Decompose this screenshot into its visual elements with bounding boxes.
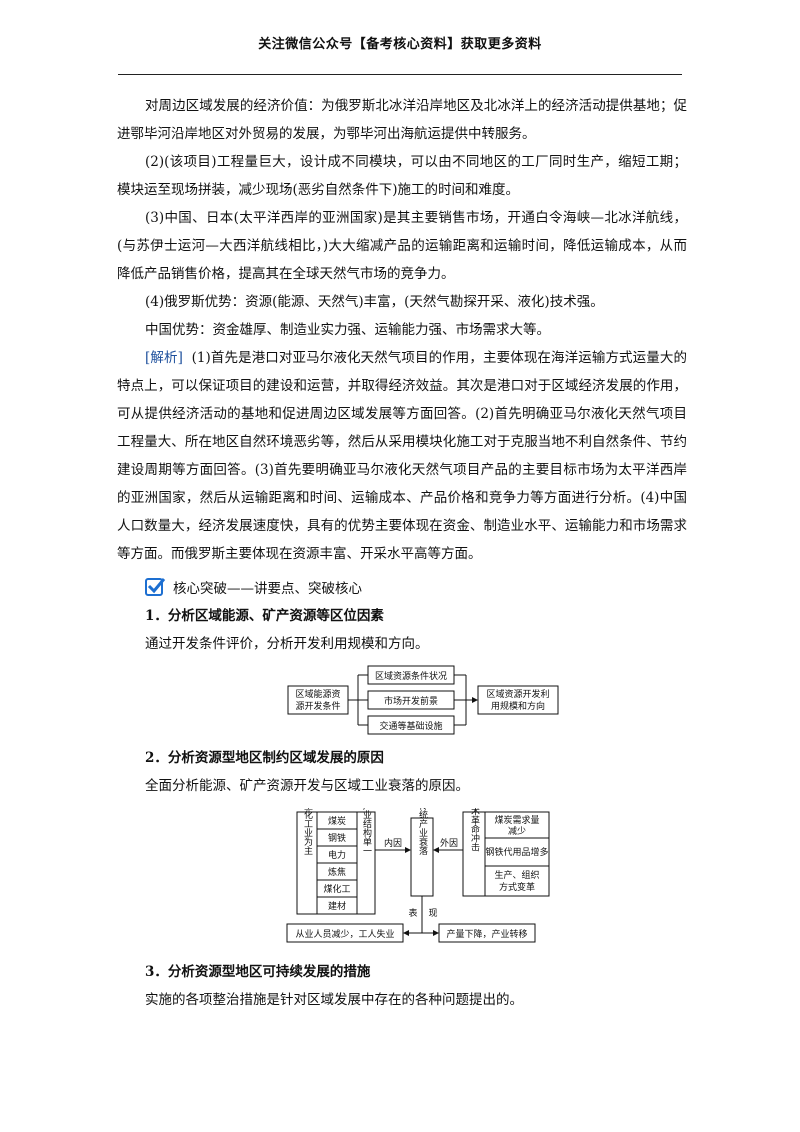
answer-paragraph-3: (3)中国、日本(太平洋西岸的亚洲国家)是其主要销售市场，开通白令海峡—北冰洋航…	[117, 210, 687, 282]
point-2-heading: 2．分析资源型地区制约区域发展的原因	[145, 750, 384, 766]
page-content: 对周边区域发展的经济价值：为俄罗斯北冰洋沿岸地区及北冰洋上的经济活动提供基地；促…	[117, 92, 687, 1014]
d2-center-vertical: 传统产业衰落	[417, 808, 428, 856]
d2-external-2: 钢铁代用品增多	[485, 846, 548, 858]
answer-paragraph-1: 对周边区域发展的经济价值：为俄罗斯北冰洋沿岸地区及北冰洋上的经济活动提供基地；促…	[117, 98, 687, 142]
point-1-text: 通过开发条件评价，分析开发利用规模和方向。	[145, 636, 429, 652]
d1-right-line2: 用规模和方向	[491, 700, 545, 712]
d2-industry-6: 建材	[328, 900, 346, 912]
d2-industry-1: 煤炭	[328, 815, 346, 827]
answer-paragraph-2: (2)(该项目)工程量巨大，设计成不同模块，可以由不同地区的工厂同时生产，缩短工…	[117, 154, 687, 198]
d2-external-3b: 方式变革	[499, 881, 535, 893]
d2-left-vertical: 重化工业为主	[302, 808, 313, 855]
analysis-paragraph: [解析] (1)首先是港口对亚马尔液化天然气项目的作用，主要体现在海洋运输方式运…	[117, 344, 687, 568]
core-section-title: 核心突破——讲要点、突破核心	[173, 581, 362, 597]
d2-industry-2: 钢铁	[328, 832, 346, 844]
answer-paragraph-5: 中国优势：资金雄厚、制造业实力强、运输能力强、市场需求大等。	[145, 322, 550, 338]
point-3-heading: 3．分析资源型地区可持续发展的措施	[145, 964, 371, 980]
core-section-heading: 核心突破——讲要点、突破核心	[117, 572, 687, 602]
point-1-heading: 1．分析区域能源、矿产资源等区位因素	[145, 608, 384, 624]
d2-external-1b: 减少	[508, 825, 526, 837]
d2-industry-4: 炼焦	[328, 866, 346, 878]
d2-inner-label: 内因	[384, 837, 402, 849]
d2-industry-5: 煤化工	[323, 883, 350, 895]
answer-paragraph-4: (4)俄罗斯优势：资源(能源、天然气)丰富，(天然气勘探开采、液化)技术强。	[145, 294, 604, 310]
d1-middle-3: 交通等基础设施	[379, 720, 442, 732]
d2-perf-left: 表	[408, 907, 417, 919]
d2-bottom-right: 产量下降，产业转移	[446, 928, 527, 940]
d1-middle-2: 市场开发前景	[384, 695, 438, 707]
page-header: 关注微信公众号【备考核心资料】获取更多资料	[258, 37, 542, 52]
d2-outer-label: 外因	[440, 837, 458, 849]
d1-right-line1: 区域资源开发利	[486, 688, 549, 700]
d2-external-3a: 生产、组织	[494, 869, 539, 881]
d1-middle-1: 区域资源条件状况	[375, 670, 447, 682]
d2-bottom-left: 从业人员减少，工人失业	[295, 928, 394, 940]
checkbox-icon	[145, 578, 166, 596]
d2-external-1a: 煤炭需求量	[494, 814, 539, 826]
d2-industry-3: 电力	[328, 849, 346, 861]
d2-tech-vertical: 新技术革命冲击	[469, 808, 480, 852]
analysis-text: (1)首先是港口对亚马尔液化天然气项目的作用，主要体现在海洋运输方式运量大的特点…	[117, 350, 687, 562]
analysis-tag: [解析]	[145, 350, 183, 366]
point-3-text: 实施的各项整治措施是针对区域发展中存在的各种问题提出的。	[145, 992, 523, 1008]
d2-perf-right: 现	[428, 908, 437, 919]
point-2-text: 全面分析能源、矿产资源开发与区域工业衰落的原因。	[145, 778, 469, 794]
d1-left-line2: 源开发条件	[295, 700, 340, 712]
diagram-resource-location: 区域能源资 源开发条件 区域资源条件状况 市场开发前景 交通等基础设施 区域资源…	[287, 665, 559, 735]
d1-left-line1: 区域能源资	[295, 688, 340, 700]
d2-structure-vertical: 产业结构单一	[361, 808, 372, 855]
header-rule	[118, 74, 682, 75]
diagram-resource-decline: 重化工业为主 煤炭 钢铁 电力 炼焦 煤化工 建材 产业结构单一 内因 传统产业…	[286, 808, 550, 943]
